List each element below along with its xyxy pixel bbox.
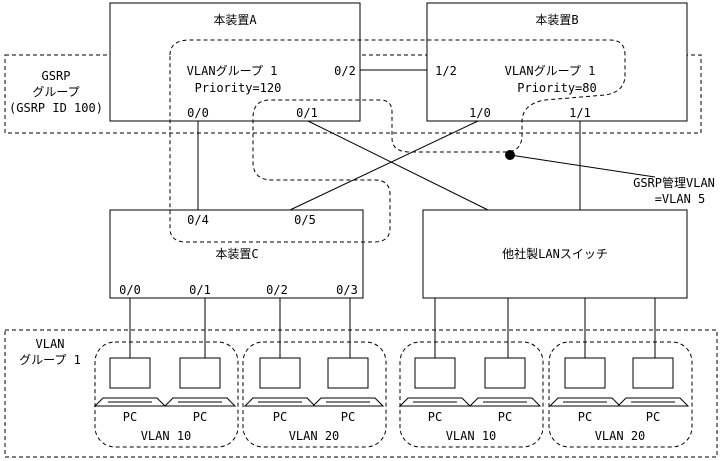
- vlan-group-line2: グループ 1: [19, 353, 81, 367]
- device-b-group-label: VLANグループ 1: [505, 64, 596, 78]
- other-switch-box: [422, 209, 688, 299]
- gsrp-group-line3: (GSRP ID 100): [9, 101, 103, 115]
- device-c-port-0-0: 0/0: [119, 283, 141, 297]
- device-b-port-1-2: 1/2: [435, 64, 457, 78]
- pc-label: PC: [646, 410, 660, 424]
- device-b-port-1-1: 1/1: [569, 106, 591, 120]
- device-c-port-0-1: 0/1: [189, 283, 211, 297]
- pc-icon: [398, 357, 472, 407]
- gsrp-group-line2: グループ: [32, 85, 79, 99]
- pc-group-1-label: VLAN 10: [141, 429, 192, 443]
- device-a-group-label: VLANグループ 1: [187, 64, 278, 78]
- device-b-port-1-0: 1/0: [469, 106, 491, 120]
- pc-icon: [548, 357, 622, 407]
- pc-icon: [616, 357, 690, 407]
- device-c-port-0-5: 0/5: [294, 213, 316, 227]
- pc-icon: [93, 357, 167, 407]
- pc-label: PC: [498, 410, 512, 424]
- device-a-port-0-2: 0/2: [334, 64, 356, 78]
- gsrp-group-region: [4, 54, 702, 134]
- other-switch-title: 他社製LANスイッチ: [502, 246, 608, 261]
- pc-group-1: [94, 341, 239, 448]
- gsrp-group-line1: GSRP: [42, 69, 71, 83]
- device-c-port-0-2: 0/2: [266, 283, 288, 297]
- pc-label: PC: [193, 410, 207, 424]
- device-a-title: 本装置A: [213, 13, 257, 27]
- pc-icon: [311, 357, 385, 407]
- pc-label: PC: [428, 410, 442, 424]
- device-c-box: [109, 209, 364, 299]
- pc-label: PC: [341, 410, 355, 424]
- pc-label: PC: [578, 410, 592, 424]
- device-a-box: [109, 2, 361, 122]
- device-c-port-0-4: 0/4: [187, 213, 209, 227]
- link-b10-c05: [289, 120, 479, 211]
- link-a01-switch: [307, 120, 489, 211]
- device-c-port-0-3: 0/3: [336, 283, 358, 297]
- pc-group-3-label: VLAN 10: [446, 429, 497, 443]
- pc-label: PC: [123, 410, 137, 424]
- vlan-group-line1: VLAN: [36, 337, 65, 351]
- vlan-group-loop: [169, 39, 626, 243]
- pc-icon: [243, 357, 317, 407]
- device-a-priority: Priority=120: [195, 81, 282, 95]
- pc-group-4: [548, 341, 693, 448]
- gsrp-vlan-line2: =VLAN 5: [655, 192, 706, 206]
- pc-group-2-label: VLAN 20: [289, 429, 340, 443]
- pc-icon: [163, 357, 237, 407]
- device-b-priority: Priority=80: [517, 81, 596, 95]
- gsrp-vlan-line1: GSRP管理VLAN: [633, 175, 715, 190]
- pc-group-2: [242, 341, 387, 448]
- gsrp-vlan-leader: [509, 154, 656, 178]
- pc-group-3: [399, 341, 544, 448]
- pc-label: PC: [273, 410, 287, 424]
- pc-icon: [468, 357, 542, 407]
- device-b-box: [426, 2, 688, 122]
- device-b-title: 本装置B: [535, 13, 578, 27]
- device-a-port-0-1: 0/1: [296, 106, 318, 120]
- pc-group-4-label: VLAN 20: [595, 429, 646, 443]
- device-c-title: 本装置C: [215, 247, 258, 261]
- device-a-port-0-0: 0/0: [187, 106, 209, 120]
